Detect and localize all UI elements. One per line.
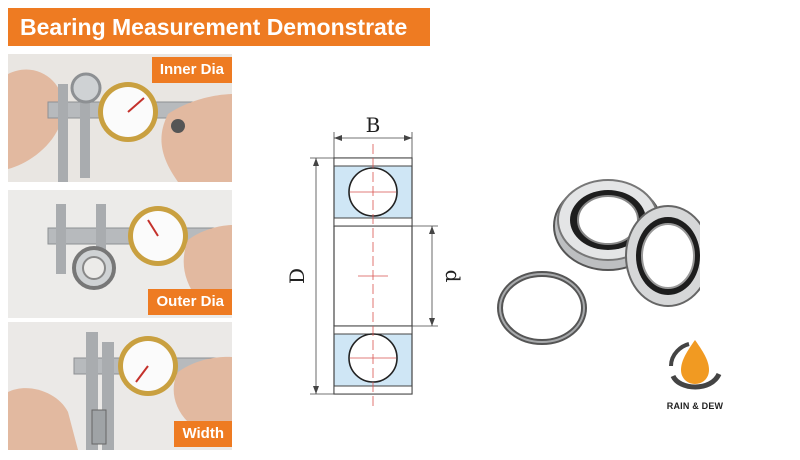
brand-logo-mark	[669, 340, 722, 390]
dimension-label-b: B	[366, 113, 381, 137]
page-title: Bearing Measurement Demonstrate	[8, 8, 430, 46]
brand-logo: RAIN & DEW	[640, 336, 750, 411]
dimension-label-inner-d: d	[441, 270, 465, 283]
photo-outer-dia: Outer Dia	[8, 190, 232, 318]
dimension-label-outer-d: D	[285, 268, 309, 284]
brand-logo-text: RAIN & DEW	[666, 401, 724, 411]
bearing-section-drawing: B D d	[285, 113, 465, 410]
bearing-rings-illustration	[497, 179, 711, 345]
photo-inner-dia: Inner Dia	[8, 54, 232, 182]
photo-width: Width	[8, 322, 232, 450]
photo-label-inner-dia: Inner Dia	[151, 57, 232, 83]
bearing-products-photo	[490, 160, 711, 365]
bearing-diagram: B D d	[270, 100, 470, 425]
photo-label-outer-dia: Outer Dia	[148, 289, 232, 315]
photo-label-width: Width	[174, 421, 232, 447]
